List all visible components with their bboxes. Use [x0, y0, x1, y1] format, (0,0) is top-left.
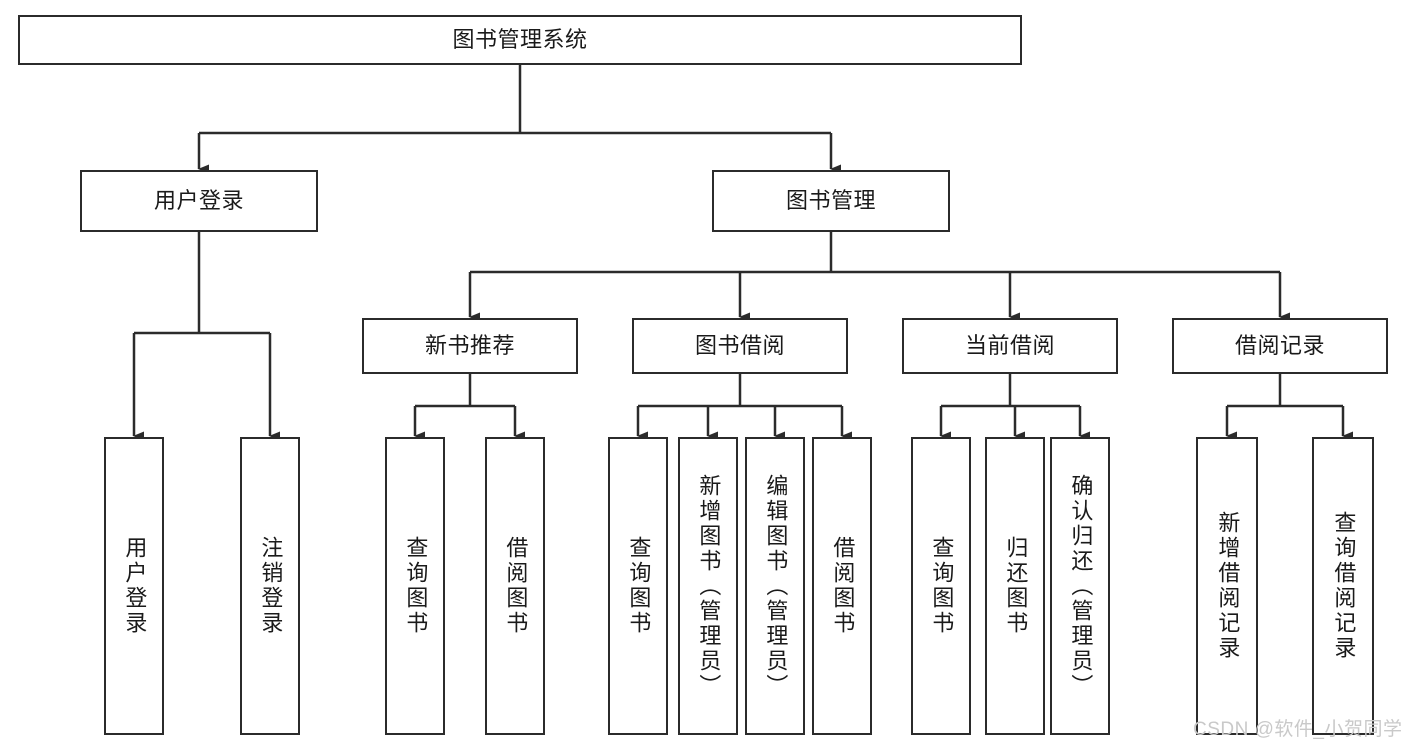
node-label: 新书推荐: [424, 332, 515, 358]
node-leaf-borrow-book-2[interactable]: 借阅图书: [812, 437, 872, 735]
node-book-borrow[interactable]: 图书借阅: [632, 318, 848, 374]
node-new-book-rec[interactable]: 新书推荐: [362, 318, 578, 374]
node-label: 用户登录: [153, 187, 244, 213]
node-leaf-query-book-2[interactable]: 查询图书: [608, 437, 668, 735]
node-leaf-edit-book[interactable]: 编辑图书（管理员）: [745, 437, 805, 735]
csdn-watermark: CSDN @软件_小贺同学: [1193, 719, 1403, 740]
node-leaf-confirm-ret[interactable]: 确认归还（管理员）: [1050, 437, 1110, 735]
node-leaf-borrow-book-1[interactable]: 借阅图书: [485, 437, 545, 735]
edge-layer: [132, 65, 1353, 441]
node-leaf-add-book[interactable]: 新增图书（管理员）: [678, 437, 738, 735]
node-leaf-query-record[interactable]: 查询借阅记录: [1312, 437, 1374, 735]
node-label: 归还图书: [1003, 536, 1029, 636]
node-leaf-logout[interactable]: 注销登录: [240, 437, 300, 735]
node-label: 新增借阅记录: [1215, 511, 1241, 661]
node-label: 图书借阅: [694, 332, 785, 358]
node-label: 新增图书（管理员）: [696, 473, 722, 699]
node-label: 查询借阅记录: [1331, 511, 1357, 661]
node-leaf-user-login[interactable]: 用户登录: [104, 437, 164, 735]
node-borrow-rec[interactable]: 借阅记录: [1172, 318, 1388, 374]
node-label: 借阅记录: [1234, 332, 1325, 358]
node-label: 用户登录: [122, 536, 148, 636]
node-label: 确认归还（管理员）: [1068, 473, 1094, 699]
node-leaf-query-book-3[interactable]: 查询图书: [911, 437, 971, 735]
node-label: 图书管理: [785, 187, 876, 213]
node-book-manage[interactable]: 图书管理: [712, 170, 950, 232]
node-leaf-query-book-1[interactable]: 查询图书: [385, 437, 445, 735]
node-label: 查询图书: [929, 536, 955, 636]
node-user-login[interactable]: 用户登录: [80, 170, 318, 232]
node-leaf-add-record[interactable]: 新增借阅记录: [1196, 437, 1258, 735]
node-label: 注销登录: [258, 536, 284, 636]
node-label: 借阅图书: [830, 536, 856, 636]
node-label: 查询图书: [403, 536, 429, 636]
node-label: 当前借阅: [964, 332, 1055, 358]
node-label: 查询图书: [626, 536, 652, 636]
node-leaf-return-book[interactable]: 归还图书: [985, 437, 1045, 735]
node-label: 借阅图书: [503, 536, 529, 636]
node-root[interactable]: 图书管理系统: [18, 15, 1022, 65]
node-cur-borrow[interactable]: 当前借阅: [902, 318, 1118, 374]
node-label: 编辑图书（管理员）: [763, 473, 789, 699]
node-label: 图书管理系统: [452, 26, 588, 52]
